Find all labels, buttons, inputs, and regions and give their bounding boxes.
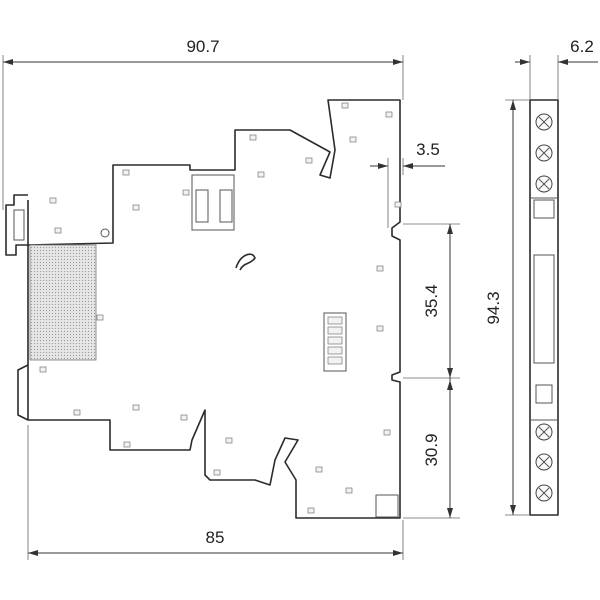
side-view-outline xyxy=(27,99,401,519)
dim-thickness: 6.2 xyxy=(515,37,598,100)
dim-lower-height: 30.9 xyxy=(403,378,460,519)
end-view-window xyxy=(533,254,555,364)
mold-marks xyxy=(39,102,402,514)
dim-lower-height-label: 30.9 xyxy=(422,433,441,466)
left-clip xyxy=(5,194,28,256)
dim-base-width-label: 85 xyxy=(206,528,225,547)
dim-overall-width: 90.7 xyxy=(2,37,404,210)
end-view-slot-bottom xyxy=(535,384,553,404)
bottom-right-tab xyxy=(375,494,399,518)
dim-notch: 3.5 xyxy=(370,140,445,228)
dim-rail-height-label: 35.4 xyxy=(422,284,441,317)
dim-base-width: 85 xyxy=(27,425,404,560)
dip-switch-block xyxy=(323,312,347,372)
dim-total-height: 94.3 xyxy=(484,99,530,516)
dip-switch-5 xyxy=(327,356,343,365)
dip-switch-3 xyxy=(327,336,343,345)
top-connector-inner-right xyxy=(219,189,233,223)
top-connector-inner-left xyxy=(195,189,209,223)
dim-overall-width-label: 90.7 xyxy=(186,37,219,56)
indicator-hole xyxy=(100,228,110,238)
dim-thickness-label: 6.2 xyxy=(570,37,594,56)
hook-feature xyxy=(235,253,256,271)
top-connector xyxy=(191,174,235,231)
dim-rail-height: 35.4 xyxy=(403,223,460,379)
side-view xyxy=(5,99,402,519)
end-view xyxy=(529,99,559,516)
dip-switch-4 xyxy=(327,346,343,355)
end-view-outline xyxy=(529,99,559,516)
screw-terminals xyxy=(535,113,553,502)
hatched-panel xyxy=(29,244,97,361)
end-view-slot-top xyxy=(533,199,555,219)
bottom-clip xyxy=(17,364,29,421)
dip-switch-2 xyxy=(327,326,343,335)
dim-notch-label: 3.5 xyxy=(416,140,440,159)
dip-switch-1 xyxy=(327,316,343,325)
dim-total-height-label: 94.3 xyxy=(484,291,503,324)
left-clip-slot xyxy=(13,209,25,241)
